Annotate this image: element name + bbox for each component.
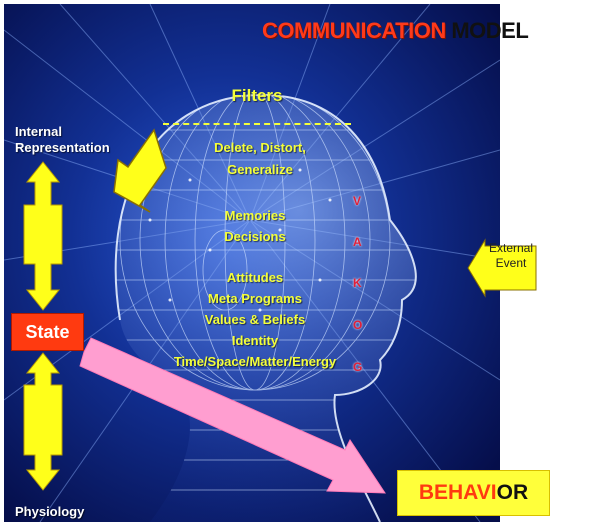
internal-label-line-1: Internal (15, 124, 62, 139)
behavior-part-1: BEHAVI (418, 481, 497, 504)
filters-line-2: Generalize (227, 162, 293, 177)
external-label-line-1: External (488, 241, 534, 255)
physiology-label: Physiology (15, 504, 85, 519)
filter-item-decisions: Decisions (224, 229, 286, 244)
filter-item-values-beliefs: Values & Beliefs (204, 312, 306, 327)
double-arrow-upper-icon (23, 161, 63, 311)
title-word-model: MODEL (451, 18, 529, 43)
sense-letter-g: G (353, 360, 363, 374)
filters-dashed-divider (163, 123, 351, 125)
double-arrow-lower-icon (23, 352, 63, 491)
external-event-arrow-icon (467, 238, 537, 298)
filter-item-memories: Memories (224, 208, 286, 223)
page-title: COMMUNICATION MODEL (262, 18, 529, 44)
internal-arrow-icon (113, 128, 167, 213)
filters-line-1: Delete, Distort, (214, 140, 306, 155)
filters-heading: Filters (231, 86, 283, 105)
title-word-communication: COMMUNICATION (262, 18, 446, 43)
state-box: State (11, 313, 84, 351)
behavior-part-2: OR (496, 481, 529, 504)
external-label-line-2: Event (495, 256, 527, 270)
sense-letter-k: K (353, 276, 362, 290)
filter-item-meta-programs: Meta Programs (208, 291, 302, 306)
state-to-behavior-arrow-icon (79, 337, 386, 494)
sense-letter-o: O (353, 318, 363, 332)
filter-item-attitudes: Attitudes (226, 270, 284, 285)
sense-letter-v: V (353, 194, 362, 208)
filter-item-time-space-matter-energy: Time/Space/Matter/Energy (173, 354, 337, 369)
internal-label-line-2: Representation (15, 140, 110, 155)
internal-representation-label: Internal Representation (15, 124, 110, 156)
external-event-label: External Event (486, 241, 536, 271)
filter-item-identity: Identity (231, 333, 279, 348)
sense-letter-a: A (353, 235, 362, 249)
